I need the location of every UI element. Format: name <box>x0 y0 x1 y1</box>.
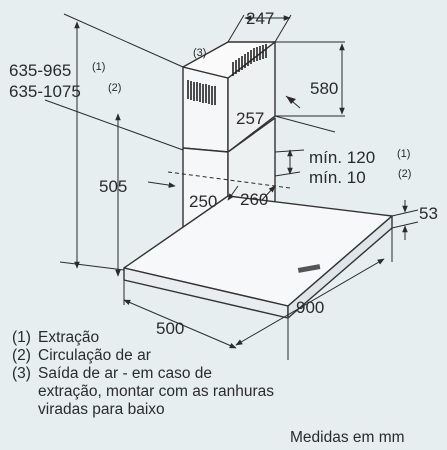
dim-chimney-width: 250 <box>189 192 217 211</box>
footnote-3-continuation: viradas para baixo <box>38 401 165 418</box>
dim-min-recirculation: mín. 10 <box>309 168 366 187</box>
note-3-marker: (3) <box>193 47 206 59</box>
footnote-text: Saída de ar - em caso de <box>38 365 213 382</box>
dim-chimney-depth: 260 <box>240 190 268 209</box>
footnote-3-continuation: extração, montar com as ranhuras <box>38 383 275 400</box>
footnote-number: (3) <box>12 365 31 382</box>
footnote-text: Extração <box>38 329 100 346</box>
dim-min-recirculation-ref: (2) <box>398 168 411 180</box>
dim-hood-depth: 500 <box>156 319 184 338</box>
dim-lower-chimney-height: 505 <box>99 177 127 196</box>
dimension-lines <box>44 13 419 360</box>
footnote-number: (1) <box>12 329 31 346</box>
dim-upper-chimney-height: 580 <box>310 79 338 98</box>
footnote-2: (2) Circulação de ar <box>12 347 274 365</box>
dim-min-extraction-ref: (1) <box>397 148 410 160</box>
dimension-labels: 247 580 257 (3) 635-965 (1) 635-1075 (2)… <box>9 9 438 338</box>
dim-total-height-extraction: 635-965 <box>9 61 71 80</box>
units-label: Medidas em mm <box>290 429 405 446</box>
dim-canopy-height: 53 <box>419 204 438 223</box>
footnote-3: (3) Saída de ar - em caso de <box>12 365 274 383</box>
vent-slots <box>187 44 267 105</box>
dim-total-height-recirculation: 635-1075 <box>9 82 81 101</box>
dim-total-height-extraction-ref: (1) <box>92 61 105 73</box>
dim-hood-width: 900 <box>296 298 324 317</box>
dim-total-height-recirculation-ref: (2) <box>108 82 121 94</box>
footnote-text: Circulação de ar <box>38 347 151 364</box>
footnotes: (1) Extração (2) Circulação de ar (3) Sa… <box>12 329 274 419</box>
footnote-1: (1) Extração <box>12 329 274 347</box>
upper-chimney-front <box>182 66 229 153</box>
dim-min-extraction: mín. 120 <box>309 148 375 167</box>
hood-body <box>123 41 393 319</box>
footnote-number: (2) <box>12 347 31 364</box>
dim-upper-chimney-depth: 257 <box>236 109 264 128</box>
dim-chimney-top-width: 247 <box>246 9 274 28</box>
